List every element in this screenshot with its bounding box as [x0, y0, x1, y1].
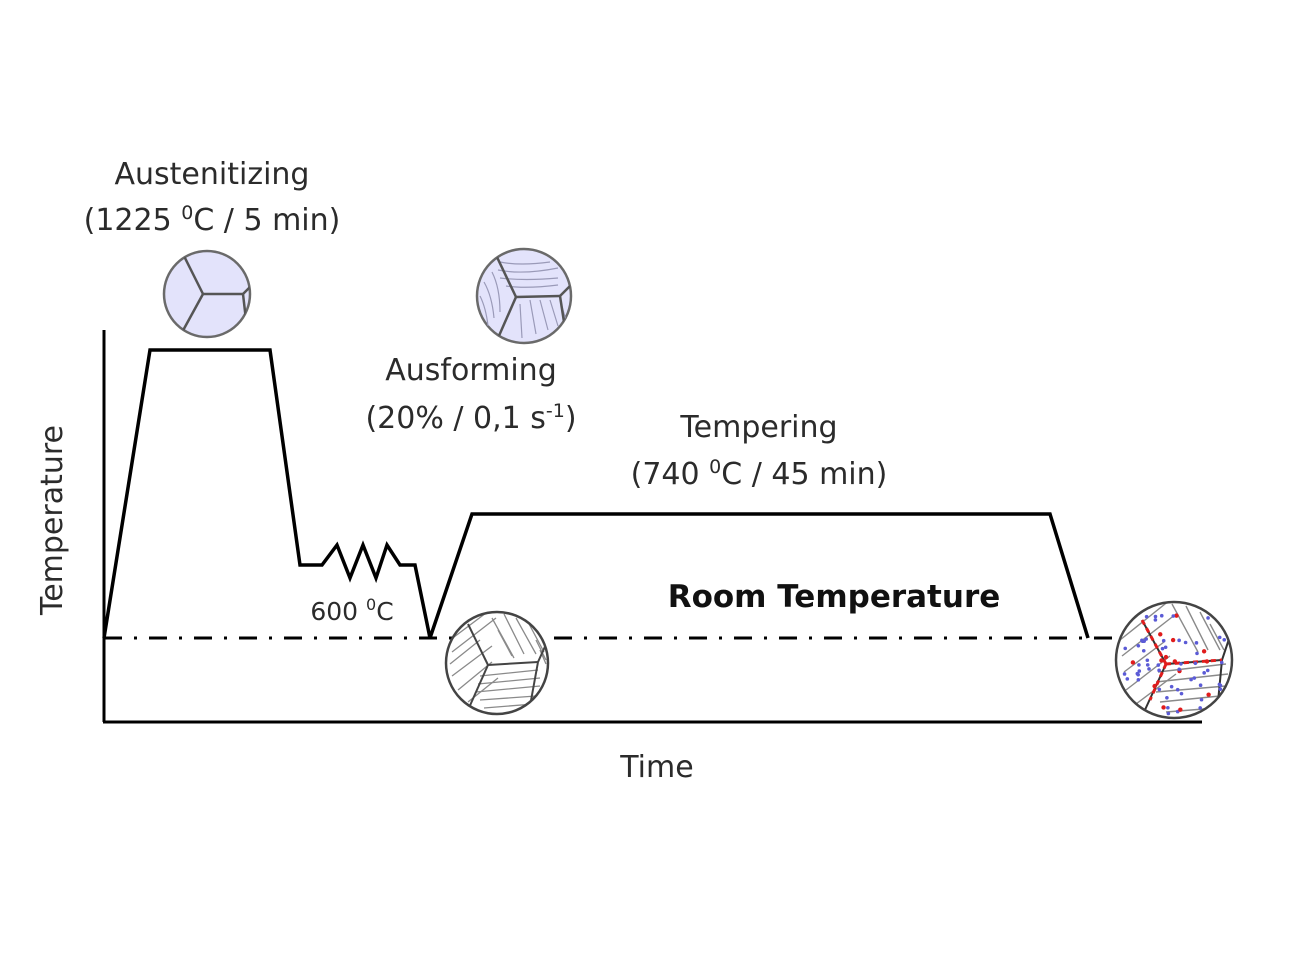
- precipitate-dot: [1144, 637, 1148, 641]
- precipitate-dot: [1156, 663, 1161, 667]
- precipitate-dot: [1159, 613, 1164, 618]
- precipitate-dot: [1123, 646, 1128, 651]
- tempering-params-suffix: C / 45 min): [721, 457, 887, 492]
- austenitizing-params-sup: 0: [181, 202, 193, 224]
- precipitate-dot: [1136, 678, 1141, 682]
- precipitate-dot: [1163, 645, 1168, 650]
- precipitate-dot: [1165, 695, 1169, 700]
- ausforming-params-sup: -1: [546, 400, 565, 422]
- precipitate-dot: [1159, 658, 1164, 663]
- precipitate-dot: [1172, 659, 1178, 664]
- tempering-params-prefix: (740: [631, 457, 710, 492]
- temperature-profile-tempering: [428, 512, 1090, 639]
- precipitate-dot: [1193, 661, 1198, 666]
- precipitate-dot: [1158, 632, 1163, 637]
- precipitate-dot: [1194, 641, 1199, 645]
- tempering-params: (740 0C / 45 min): [631, 456, 888, 492]
- equiaxed-grains-icon: [162, 249, 252, 339]
- precipitate-dot: [1166, 705, 1170, 710]
- precipitate-dot: [1153, 618, 1158, 622]
- precipitate-dot: [1179, 662, 1183, 666]
- precipitate-dot: [1174, 613, 1179, 618]
- precipitate-dot: [1137, 663, 1141, 667]
- precipitate-dot: [1130, 660, 1136, 665]
- deformation-temp-sup: 0: [366, 595, 376, 614]
- precipitate-dot: [1218, 687, 1223, 691]
- precipitate-dot: [1183, 640, 1188, 645]
- precipitate-dot: [1161, 705, 1166, 710]
- precipitate-dot: [1201, 649, 1207, 654]
- precipitate-dot: [1198, 683, 1203, 688]
- precipitate-dot: [1175, 687, 1180, 692]
- precipitate-dot: [1170, 637, 1176, 643]
- precipitate-dot: [1177, 667, 1182, 672]
- temperature-profile-austenitizing: [102, 348, 432, 639]
- precipitate-dot: [1189, 677, 1193, 682]
- x-axis-label: Time: [619, 750, 693, 785]
- austenitizing-params-prefix: (1225: [84, 203, 182, 238]
- precipitate-dot: [1217, 635, 1222, 640]
- precipitate-dot: [1202, 671, 1206, 675]
- precipitate-dot: [1206, 692, 1211, 697]
- precipitate-dot: [1153, 614, 1158, 619]
- precipitate-dot: [1166, 711, 1171, 716]
- precipitate-dot: [1178, 707, 1183, 712]
- precipitate-dot: [1204, 659, 1210, 664]
- deformation-temp-prefix: 600: [310, 597, 366, 626]
- precipitate-dot: [1137, 669, 1142, 673]
- austenitizing-title: Austenitizing: [115, 157, 310, 192]
- precipitate-dot: [1157, 668, 1161, 673]
- precipitate-dot: [1177, 638, 1181, 643]
- tempering-params-sup: 0: [709, 456, 721, 478]
- deformation-temperature-label: 600 0C: [310, 595, 393, 626]
- precipitate-dot: [1199, 697, 1204, 702]
- precipitate-dot: [1140, 638, 1144, 643]
- precipitate-dot: [1136, 672, 1140, 677]
- tempered-martensite-precipitates-icon: [1114, 600, 1234, 720]
- precipitate-dot: [1136, 643, 1141, 648]
- axes: [102, 330, 1202, 724]
- precipitate-dot: [1147, 667, 1151, 671]
- precipitate-dot: [1218, 683, 1223, 688]
- precipitate-dot: [1198, 706, 1202, 710]
- room-temperature-label: Room Temperature: [668, 579, 1001, 615]
- precipitate-dot: [1144, 614, 1149, 619]
- deformed-grains-icon: [475, 247, 573, 345]
- precipitate-dot: [1169, 684, 1174, 689]
- precipitate-dot: [1192, 676, 1197, 680]
- precipitate-dot: [1222, 637, 1227, 642]
- precipitate-dot: [1125, 677, 1130, 681]
- precipitate-dot: [1219, 660, 1224, 665]
- deformation-temp-suffix: C: [376, 597, 393, 626]
- precipitate-dot: [1206, 616, 1210, 620]
- ausforming-params-prefix: (20% / 0,1 s: [365, 401, 545, 436]
- lath-martensite-icon: [444, 610, 550, 716]
- austenitizing-params-suffix: C / 5 min): [193, 203, 340, 238]
- precipitate-dot: [1160, 646, 1165, 651]
- precipitate-dot: [1171, 614, 1176, 618]
- precipitate-dot: [1122, 672, 1127, 676]
- austenitizing-params: (1225 0C / 5 min): [84, 202, 341, 238]
- precipitate-dot: [1179, 691, 1184, 696]
- ausforming-params-suffix: ): [565, 401, 577, 436]
- precipitate-dot: [1157, 687, 1162, 692]
- ausforming-params: (20% / 0,1 s-1): [365, 400, 576, 436]
- precipitate-dot: [1152, 683, 1157, 689]
- precipitate-dot: [1205, 668, 1210, 673]
- precipitate-dot: [1145, 663, 1150, 667]
- precipitate-dot: [1161, 638, 1166, 643]
- ausforming-title: Ausforming: [385, 353, 557, 388]
- tempering-title: Tempering: [679, 410, 837, 445]
- y-axis-label: Temperature: [35, 425, 70, 616]
- precipitate-dot: [1163, 654, 1169, 660]
- precipitate-dot: [1195, 651, 1199, 656]
- precipitate-dot: [1145, 658, 1150, 663]
- precipitate-dot: [1141, 648, 1146, 653]
